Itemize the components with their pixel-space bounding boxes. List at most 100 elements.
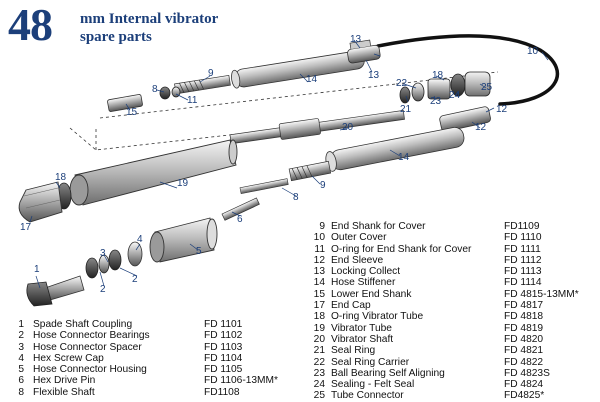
callout-number: 18 bbox=[55, 172, 67, 183]
part-name: Seal Ring Carrier bbox=[331, 356, 410, 368]
part-name: Tube Connector bbox=[331, 390, 404, 402]
callout-number: 17 bbox=[20, 222, 32, 233]
part-name: Seal Ring bbox=[331, 345, 376, 357]
parts-list-row: 15 Lower End Shank FD 4815-13MM* bbox=[305, 289, 600, 300]
callout-number: 2 bbox=[132, 274, 138, 285]
part-code: FD 1103 bbox=[204, 341, 243, 353]
end-cap bbox=[18, 181, 63, 223]
part-num: 10 bbox=[313, 232, 325, 244]
lower-end-shank-cover bbox=[288, 160, 332, 182]
part-name: Hose Stiffener bbox=[331, 277, 396, 289]
part-code: FD 4820 bbox=[504, 333, 544, 345]
part-num: 21 bbox=[313, 345, 325, 357]
part-num: 15 bbox=[313, 288, 325, 300]
hex-screw-cap bbox=[127, 241, 143, 267]
upper-hose-stiffener bbox=[231, 50, 365, 89]
part-num: 11 bbox=[314, 243, 325, 255]
part-name: Outer Cover bbox=[331, 232, 387, 244]
title-line-1: mm Internal vibrator bbox=[80, 11, 219, 27]
callout-number: 19 bbox=[177, 178, 189, 189]
part-num: 8 bbox=[18, 386, 24, 398]
part-code: FD1108 bbox=[204, 386, 240, 398]
part-num: 19 bbox=[313, 322, 325, 334]
callout-number: 18 bbox=[432, 70, 444, 81]
outer-cover-hose bbox=[376, 34, 560, 106]
part-code: FD 1113 bbox=[504, 266, 542, 278]
part-name: Lower End Shank bbox=[331, 288, 412, 300]
callout-number: 11 bbox=[187, 95, 198, 106]
callout-leader-lines bbox=[29, 39, 549, 289]
callout-number: 25 bbox=[481, 82, 493, 93]
callout-number: 1 bbox=[34, 264, 40, 275]
part-code: FD 4821 bbox=[504, 345, 544, 357]
part-num: 9 bbox=[319, 221, 325, 232]
vibrator-shaft bbox=[229, 110, 405, 145]
part-name: Locking Collect bbox=[331, 266, 401, 278]
part-name: End Sleeve bbox=[331, 254, 384, 266]
callout-number: 2 bbox=[100, 284, 106, 295]
callout-number: 14 bbox=[306, 74, 318, 85]
part-name: Sealing - Felt Seal bbox=[331, 379, 415, 391]
part-num: 25 bbox=[313, 390, 325, 402]
part-code: FD 4815-13MM* bbox=[504, 288, 579, 300]
part-name: Hex Drive Pin bbox=[33, 375, 96, 387]
callout-number: 24 bbox=[449, 90, 461, 101]
title-number: 48 bbox=[8, 0, 53, 50]
part-name: O-ring Vibrator Tube bbox=[331, 311, 424, 323]
callout-number: 22 bbox=[396, 78, 408, 89]
part-name: Hex Screw Cap bbox=[33, 352, 104, 364]
part-num: 17 bbox=[313, 300, 325, 312]
callout-number: 8 bbox=[152, 84, 158, 95]
callout-number: 9 bbox=[208, 68, 214, 79]
part-code: FD 1102 bbox=[204, 330, 243, 342]
part-name: Hose Connector Bearings bbox=[33, 330, 150, 342]
part-name: Hose Connector Housing bbox=[33, 364, 147, 376]
parts-list-row: 17 End Cap FD 4817 bbox=[305, 300, 600, 311]
flexible-shaft bbox=[239, 178, 289, 195]
o-ring-end-shank bbox=[159, 86, 181, 100]
part-name: Flexible Shaft bbox=[33, 386, 95, 398]
callout-number: 8 bbox=[293, 192, 299, 203]
part-code: FD 1101 bbox=[204, 319, 243, 330]
parts-list-row: 13 Locking Collect FD 1113 bbox=[305, 266, 600, 277]
part-num: 13 bbox=[313, 266, 325, 278]
part-name: Vibrator Tube bbox=[331, 322, 392, 334]
part-name: Hose Connector Spacer bbox=[33, 341, 142, 353]
part-code: FD4825* bbox=[504, 390, 545, 402]
upper-end-sleeve bbox=[347, 39, 381, 64]
part-code: FD 4817 bbox=[504, 300, 544, 312]
hex-drive-pin bbox=[221, 197, 260, 221]
callout-number: 6 bbox=[237, 214, 243, 225]
callout-number: 9 bbox=[320, 180, 326, 191]
part-name: End Cap bbox=[331, 300, 371, 312]
parts-list-row: 8 Flexible Shaft FD1108 bbox=[8, 387, 308, 398]
callout-number: 10 bbox=[527, 46, 539, 57]
spade-shaft-coupling bbox=[26, 275, 85, 307]
part-name: Ball Bearing Self Aligning bbox=[331, 367, 445, 379]
tube-connector-group bbox=[399, 71, 491, 104]
part-num: 20 bbox=[313, 333, 325, 345]
vibrator-tube bbox=[69, 139, 238, 206]
part-code: FD 1111 bbox=[504, 243, 541, 255]
part-num: 22 bbox=[313, 356, 325, 368]
parts-list-row: 10 Outer Cover FD 1110 bbox=[305, 232, 600, 243]
part-code: FD 1110 bbox=[504, 232, 542, 244]
parts-list-row: 25 Tube Connector FD4825* bbox=[305, 390, 600, 401]
part-num: 12 bbox=[313, 254, 325, 266]
callout-number: 23 bbox=[430, 96, 442, 107]
